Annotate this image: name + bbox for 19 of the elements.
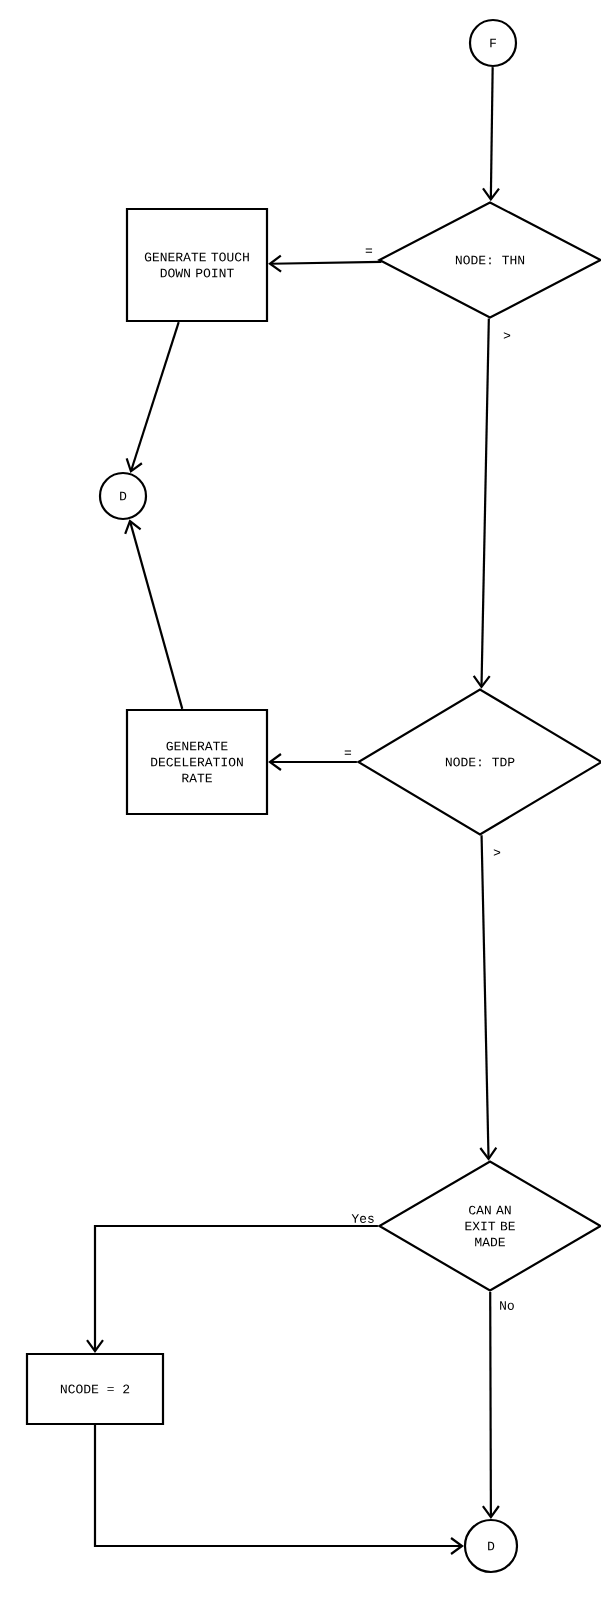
arrow	[482, 67, 500, 202]
arrow	[268, 753, 357, 771]
arrow	[93, 1425, 464, 1555]
process-box: GENERATE TOUCH DOWN POINT	[125, 207, 269, 323]
arrow	[124, 519, 184, 710]
edge-label: =	[363, 246, 375, 257]
arrow	[472, 318, 491, 689]
edge-label: No	[497, 1299, 517, 1312]
process-box: GENERATE DECELERATION RATE	[125, 708, 269, 816]
edge-label: =	[342, 748, 354, 759]
arrow	[479, 835, 498, 1161]
edge-label: >	[501, 330, 513, 342]
arrow	[482, 1292, 500, 1519]
arrow	[125, 321, 180, 474]
arrow	[268, 254, 382, 273]
arrow	[86, 1224, 378, 1353]
edge-label: >	[491, 847, 503, 859]
edge-label: Yes	[349, 1212, 377, 1225]
process-box: NCODE = 2	[25, 1352, 165, 1426]
